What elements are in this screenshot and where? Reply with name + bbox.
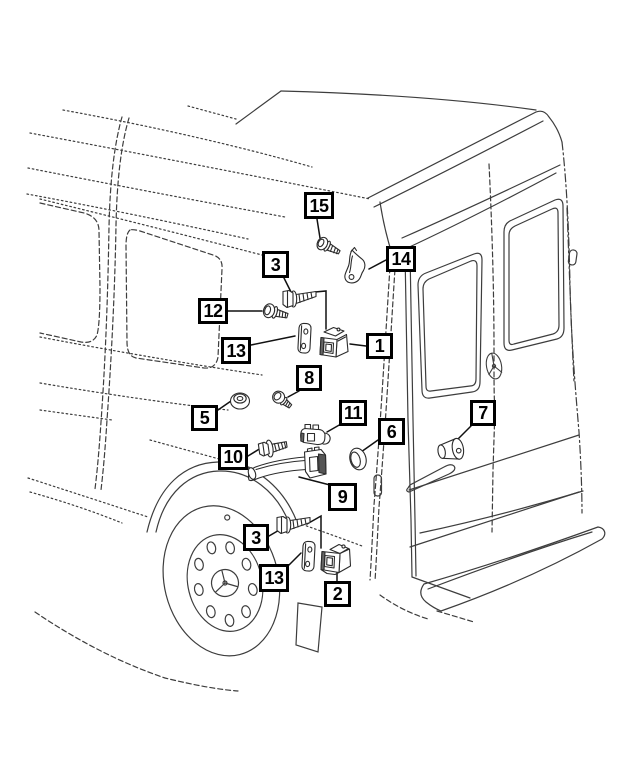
callout-3-lower[interactable]: 3 [243, 524, 269, 551]
callout-15[interactable]: 15 [304, 192, 334, 219]
left-rear-door-edge [404, 251, 413, 578]
callout-12[interactable]: 12 [198, 298, 228, 324]
callout-7[interactable]: 7 [470, 400, 496, 426]
license-lamp-housing [406, 464, 456, 493]
callout-3-upper[interactable]: 3 [262, 251, 289, 278]
part-5-grommet-icon [229, 392, 251, 410]
rear-door-gap [488, 163, 496, 409]
rear-pillar-line [369, 251, 392, 581]
wheel-center-emblem [210, 568, 240, 598]
callout-1[interactable]: 1 [366, 333, 393, 359]
door-striker-plate [373, 474, 383, 497]
ground-line [34, 611, 239, 692]
left-door-window [417, 252, 483, 399]
part-2-hinge-icon [320, 543, 352, 576]
part-11-bracket-icon [300, 423, 331, 446]
b-pillar-line [100, 117, 130, 491]
part-13-plate-upper-icon [297, 322, 312, 354]
part-8-screw-icon [272, 390, 293, 409]
callout-13-upper[interactable]: 13 [221, 337, 251, 364]
callout-11[interactable]: 11 [339, 400, 367, 426]
part-3-bolt-upper-icon [282, 289, 317, 309]
part-1-hinge-icon [319, 326, 349, 358]
assembly-line-upper-hinge [314, 290, 327, 330]
part-15-screw-icon [316, 236, 341, 255]
callout-9[interactable]: 9 [328, 483, 357, 511]
assembly-line-lower-hinge [306, 514, 322, 549]
side-window-rear [125, 229, 223, 369]
rear-bumper-step [420, 526, 606, 612]
callout-14[interactable]: 14 [386, 246, 416, 272]
part-3-bolt-lower-icon [276, 515, 311, 535]
part-7-buffer-icon [437, 437, 465, 460]
van-body [26, 90, 606, 692]
callout-13-lower[interactable]: 13 [259, 564, 289, 592]
far-roof-edge [235, 90, 282, 125]
roof-edge [367, 111, 537, 199]
callout-6[interactable]: 6 [378, 418, 405, 445]
callout-10[interactable]: 10 [218, 444, 248, 470]
callout-5[interactable]: 5 [191, 405, 218, 431]
part-6-grommet-icon [349, 447, 367, 471]
callout-8[interactable]: 8 [296, 365, 322, 391]
part-10-screw-icon [257, 439, 288, 458]
part-13-plate-lower-icon [301, 540, 316, 572]
part-12-screw-icon [262, 303, 289, 319]
right-door-window [503, 198, 565, 351]
part-14-bracket-icon [344, 246, 366, 284]
side-window-front [39, 202, 101, 343]
parts [229, 236, 465, 576]
mud-flap [295, 602, 323, 653]
rear-emblem [485, 352, 503, 380]
callout-2[interactable]: 2 [324, 581, 351, 607]
leader-lines [217, 218, 472, 582]
part-9-check-strap-icon [247, 446, 327, 482]
